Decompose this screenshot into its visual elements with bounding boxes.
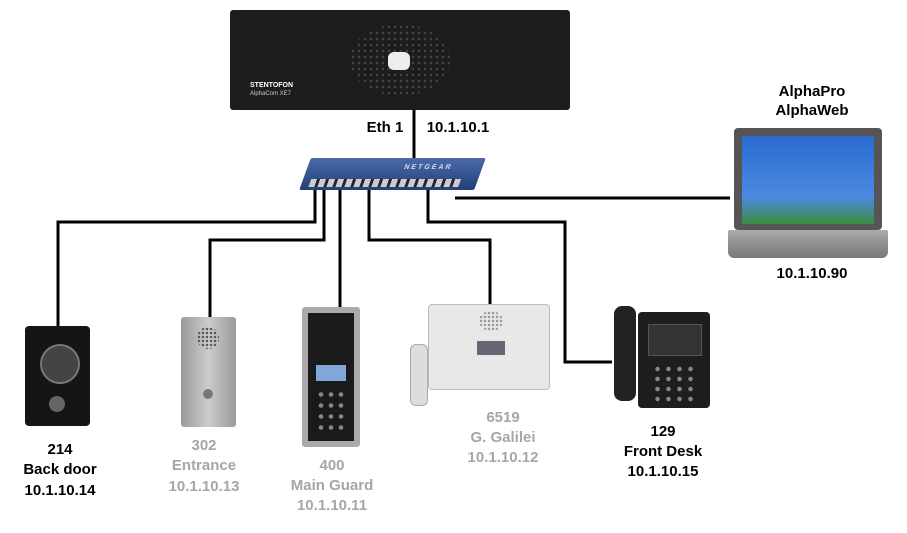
laptop-screen	[742, 136, 874, 224]
speaker-icon	[479, 311, 503, 331]
display	[477, 341, 505, 355]
device-ip: 10.1.10.11	[296, 497, 368, 514]
switch-ports	[308, 179, 462, 187]
desk-station-6519	[410, 304, 550, 414]
laptop-label-2: AlphaWeb	[775, 102, 849, 119]
phone-body	[638, 312, 710, 408]
device-number: 129	[650, 423, 676, 440]
intercom-214	[25, 326, 90, 426]
server-brand: STENTOFON	[250, 82, 294, 89]
keypad	[652, 364, 696, 402]
laptop-base	[728, 230, 888, 258]
device-ip: 10.1.10.15	[627, 463, 699, 480]
handset	[614, 306, 636, 401]
laptop-lid	[734, 128, 882, 230]
intercom-302	[181, 317, 236, 427]
laptop-ip: 10.1.10.90	[776, 265, 848, 282]
stentofon-logo-icon	[388, 52, 410, 70]
display	[316, 365, 346, 381]
server-ip: 10.1.10.1	[426, 119, 490, 136]
speaker-icon	[40, 344, 80, 384]
station-body	[428, 304, 550, 390]
intercom-400	[302, 307, 360, 447]
alphacom-server: STENTOFON AlphaCom XE7	[230, 10, 570, 110]
ip-phone-129	[592, 306, 722, 411]
keypad-panel	[308, 313, 354, 441]
laptop-label-1: AlphaPro	[778, 83, 846, 100]
call-button	[49, 396, 65, 412]
cable-214	[56, 188, 317, 328]
switch-brand: NETGEAR	[402, 164, 454, 171]
device-name: G. Galilei	[470, 429, 536, 446]
display	[648, 324, 702, 356]
device-name: Front Desk	[623, 443, 703, 460]
device-name: Entrance	[171, 457, 237, 474]
device-name: Main Guard	[290, 477, 374, 494]
device-number: 302	[191, 437, 217, 454]
laptop	[728, 128, 888, 260]
handset	[410, 344, 428, 406]
cable-302	[208, 188, 326, 318]
network-switch: NETGEAR	[299, 158, 486, 190]
speaker-icon	[197, 327, 219, 349]
device-ip: 10.1.10.13	[168, 478, 240, 495]
keypad	[316, 389, 346, 435]
device-name: Back door	[23, 461, 97, 478]
device-number: 6519	[486, 409, 520, 426]
device-number: 214	[47, 441, 73, 458]
device-ip: 10.1.10.14	[24, 482, 96, 499]
device-ip: 10.1.10.12	[467, 449, 539, 466]
device-number: 400	[319, 457, 345, 474]
server-model: AlphaCom XE7	[250, 91, 292, 97]
cable-129	[426, 188, 612, 364]
server-port: Eth 1	[366, 119, 404, 136]
call-button	[203, 389, 213, 399]
cable-6519	[367, 188, 492, 306]
